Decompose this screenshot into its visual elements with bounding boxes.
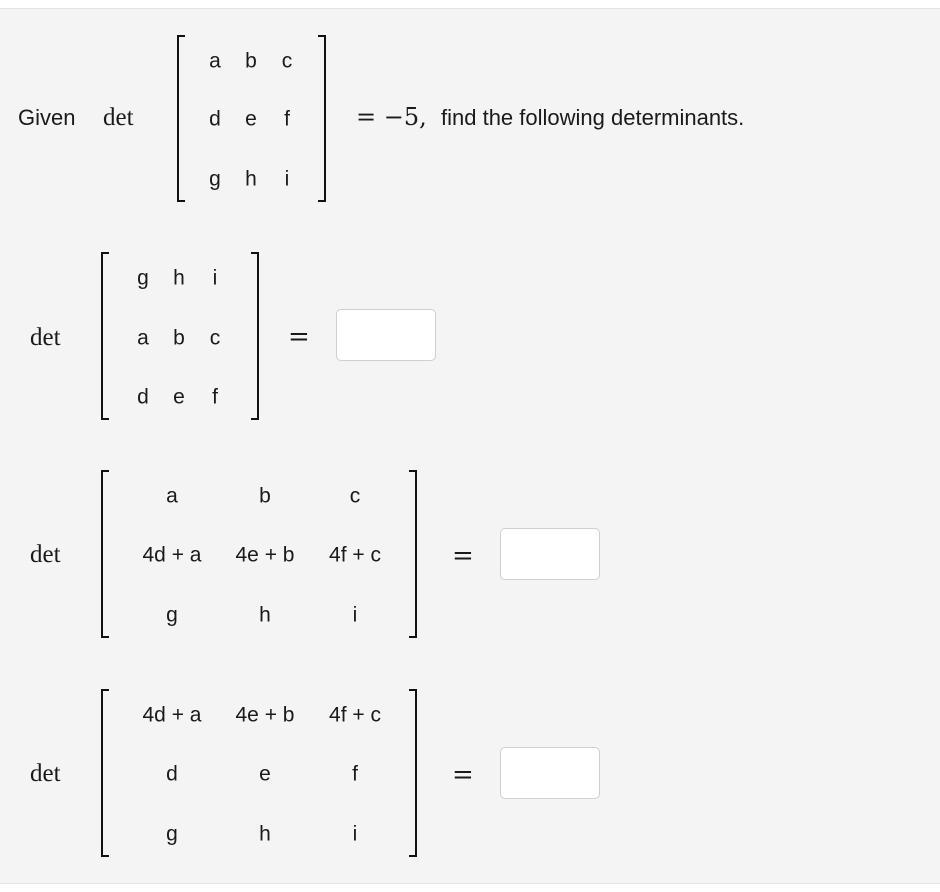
given-prefix: Given <box>18 105 76 130</box>
matrix-cell: g <box>209 167 221 191</box>
matrix-cell: a <box>209 49 221 73</box>
right-bracket <box>409 470 417 638</box>
answer-input-1[interactable] <box>336 309 436 361</box>
matrix-cell: 4f + c <box>329 703 381 727</box>
left-bracket <box>101 689 109 857</box>
matrix-cell: b <box>245 49 257 73</box>
equals-sign: = <box>452 541 474 571</box>
matrix-cell: d <box>166 762 178 786</box>
right-bracket <box>318 35 326 202</box>
matrix-cell: b <box>173 326 185 350</box>
matrix-cell: i <box>352 822 358 846</box>
matrix-cell: a <box>166 484 178 508</box>
matrix-cell: f <box>284 107 290 131</box>
matrix-cell: g <box>166 603 178 627</box>
matrix-cell: g <box>137 266 149 290</box>
matrix-cell: d <box>137 385 149 409</box>
answer-input-2[interactable] <box>500 528 600 580</box>
equals-sign: = <box>452 760 474 790</box>
left-bracket <box>101 252 109 420</box>
matrix-cell: f <box>212 385 218 409</box>
matrix-cell: 4e + b <box>235 543 295 567</box>
matrix-cell: h <box>245 167 257 191</box>
answer-input-3[interactable] <box>500 747 600 799</box>
matrix-cell: 4f + c <box>329 543 381 567</box>
equals-sign: = <box>288 322 310 352</box>
matrix-cell: c <box>349 484 361 508</box>
matrix-cell: i <box>212 266 218 290</box>
matrix-cell: e <box>173 385 185 409</box>
right-bracket <box>409 689 417 857</box>
matrix-cell: h <box>259 822 271 846</box>
matrix-cell: g <box>166 822 178 846</box>
given-equals-value: = −5, <box>356 103 427 131</box>
matrix-cell: c <box>281 49 293 73</box>
matrix-cell: e <box>259 762 271 786</box>
matrix-cell: a <box>137 326 149 350</box>
given-det-label: det <box>103 104 134 131</box>
left-bracket <box>177 35 185 202</box>
matrix-cell: f <box>352 762 358 786</box>
matrix-cell: i <box>352 603 358 627</box>
det-label: det <box>30 541 61 568</box>
left-bracket <box>101 470 109 638</box>
matrix-cell: 4e + b <box>235 703 295 727</box>
matrix-cell: e <box>245 107 257 131</box>
matrix-cell: h <box>173 266 185 290</box>
question-panel: Given det a b c d e f g h i = −5, find t… <box>0 8 940 884</box>
matrix-cell: c <box>209 326 221 350</box>
given-suffix: find the following determinants. <box>441 105 745 130</box>
det-label: det <box>30 324 61 351</box>
matrix-cell: d <box>209 107 221 131</box>
matrix-cell: 4d + a <box>142 703 202 727</box>
matrix-cell: h <box>259 603 271 627</box>
matrix-cell: 4d + a <box>142 543 202 567</box>
matrix-cell: b <box>259 484 271 508</box>
right-bracket <box>251 252 259 420</box>
det-label: det <box>30 760 61 787</box>
matrix-cell: i <box>284 167 290 191</box>
